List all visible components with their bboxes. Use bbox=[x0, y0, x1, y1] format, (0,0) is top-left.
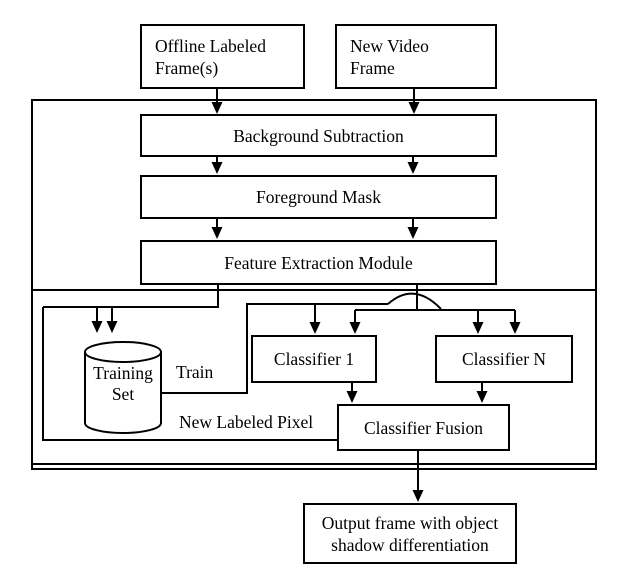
arrowhead bbox=[476, 391, 488, 403]
node-new-video-frame: New Video Frame bbox=[335, 24, 497, 89]
edge-fem-to-trainingset bbox=[43, 284, 219, 308]
node-label: Output frame with object bbox=[321, 512, 499, 533]
arrowhead bbox=[346, 391, 358, 403]
training-set-label: Training Set bbox=[85, 363, 161, 405]
node-foreground-mask: Foreground Mask bbox=[140, 175, 497, 219]
arrowhead bbox=[408, 102, 420, 114]
training-set-cylinder bbox=[84, 341, 162, 434]
node-label: New Video bbox=[350, 36, 429, 56]
node-label: Classifier 1 bbox=[273, 349, 355, 369]
node-label: Feature Extraction Module bbox=[224, 252, 413, 273]
node-offline-labeled-frames: Offline Labeled Frame(s) bbox=[140, 24, 305, 89]
node-label: Set bbox=[111, 384, 135, 404]
arrowhead bbox=[106, 321, 118, 333]
edge-train-bridge-arc bbox=[387, 292, 442, 310]
node-label: Offline Labeled bbox=[155, 36, 266, 56]
edge-fusion-feedback bbox=[42, 307, 337, 441]
node-feature-extraction-module: Feature Extraction Module bbox=[140, 240, 497, 285]
arrowhead bbox=[472, 322, 484, 334]
node-label: Foreground Mask bbox=[256, 187, 381, 207]
arrowhead bbox=[509, 322, 521, 334]
node-label: Classifier N bbox=[461, 349, 547, 369]
edge-label-train: Train bbox=[176, 362, 214, 382]
node-label: Background Subtraction bbox=[233, 125, 404, 146]
arrowhead bbox=[211, 162, 223, 174]
arrowhead bbox=[309, 322, 321, 334]
node-label: Classifier Fusion bbox=[363, 417, 484, 438]
node-classifier-n: Classifier N bbox=[435, 335, 573, 383]
arrowheads bbox=[91, 102, 521, 502]
edge-train-line bbox=[161, 303, 388, 394]
arrowhead bbox=[412, 490, 424, 502]
outer-container-box bbox=[31, 99, 597, 470]
arrowhead bbox=[407, 227, 419, 239]
arrowhead bbox=[211, 227, 223, 239]
node-label: Frame bbox=[350, 58, 395, 78]
node-output-frame: Output frame with object shadow differen… bbox=[303, 503, 517, 564]
arrowhead bbox=[407, 162, 419, 174]
node-label: shadow differentiation bbox=[331, 534, 489, 555]
arrowhead bbox=[349, 322, 361, 334]
edge-label-new-labeled-pixel: New Labeled Pixel bbox=[179, 412, 314, 432]
node-label: Frame(s) bbox=[155, 58, 219, 78]
node-background-subtraction: Background Subtraction bbox=[140, 114, 497, 157]
node-classifier-1: Classifier 1 bbox=[251, 335, 377, 383]
node-label: Training bbox=[93, 363, 153, 383]
node-classifier-fusion: Classifier Fusion bbox=[337, 404, 510, 451]
arrowhead bbox=[91, 321, 103, 333]
arrowhead bbox=[211, 102, 223, 114]
